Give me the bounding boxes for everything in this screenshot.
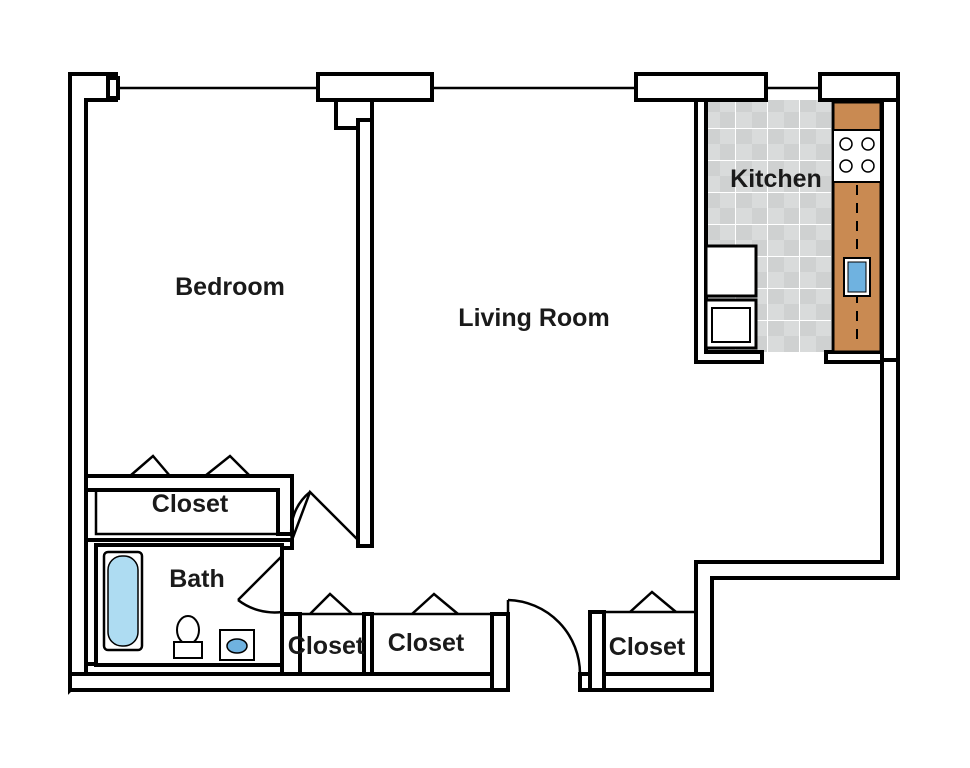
toilet-tank [173,641,203,659]
dishwasher-inner [711,307,751,343]
burner-1 [839,137,853,151]
bottom-closets [280,590,698,692]
bedroom-walls [84,118,374,548]
refrigerator [704,244,758,298]
bath-sink-basin [226,638,248,654]
burner-4 [861,159,875,173]
kitchen-walls [694,98,884,364]
room-label-closet-bath: Closet [288,632,365,660]
toilet-bowl [176,615,200,645]
bathtub-basin [107,555,139,647]
room-label-closet-bedroom: Closet [152,490,229,518]
room-label-living-room: Living Room [458,304,609,332]
window-frame-c [818,72,900,102]
window-frame-b [634,72,768,102]
exterior-walls [68,72,900,695]
window-left [106,76,120,100]
room-label-bath: Bath [169,565,225,593]
room-label-kitchen: Kitchen [730,165,822,193]
burner-3 [839,159,853,173]
kitchen-sink-basin [847,261,867,293]
room-label-closet-right: Closet [609,633,686,661]
room-label-closet-entry: Closet [388,629,465,657]
room-label-bedroom: Bedroom [175,273,285,301]
stove [832,129,882,183]
burner-2 [861,137,875,151]
bath-walls [84,538,294,667]
window-frame-a [316,72,434,102]
